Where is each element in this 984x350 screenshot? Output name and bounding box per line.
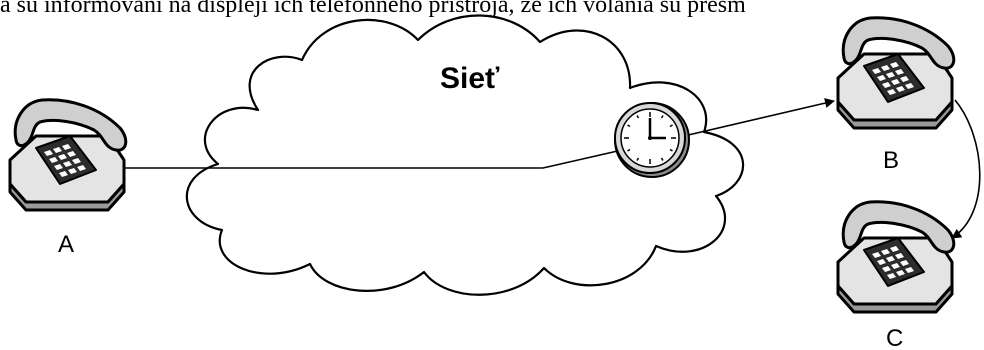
- node-label-c: C: [886, 325, 903, 350]
- telephone-icon-b: [836, 16, 956, 130]
- telephone-icon-c: [836, 200, 956, 314]
- cloud-icon: [185, 14, 745, 296]
- caption-text: a sú informovaní na displeji ich telefón…: [0, 0, 746, 18]
- network-label: Sieť: [440, 62, 500, 95]
- node-label-b: B: [883, 147, 899, 174]
- connection-line-a-to-clock: [120, 149, 623, 169]
- forward-arrow-b-to-c: [951, 99, 981, 239]
- connection-line-clock-to-b: [683, 98, 835, 137]
- telephone-icon-a: [8, 98, 128, 212]
- clock-icon: [614, 102, 690, 178]
- node-label-a: A: [58, 231, 74, 258]
